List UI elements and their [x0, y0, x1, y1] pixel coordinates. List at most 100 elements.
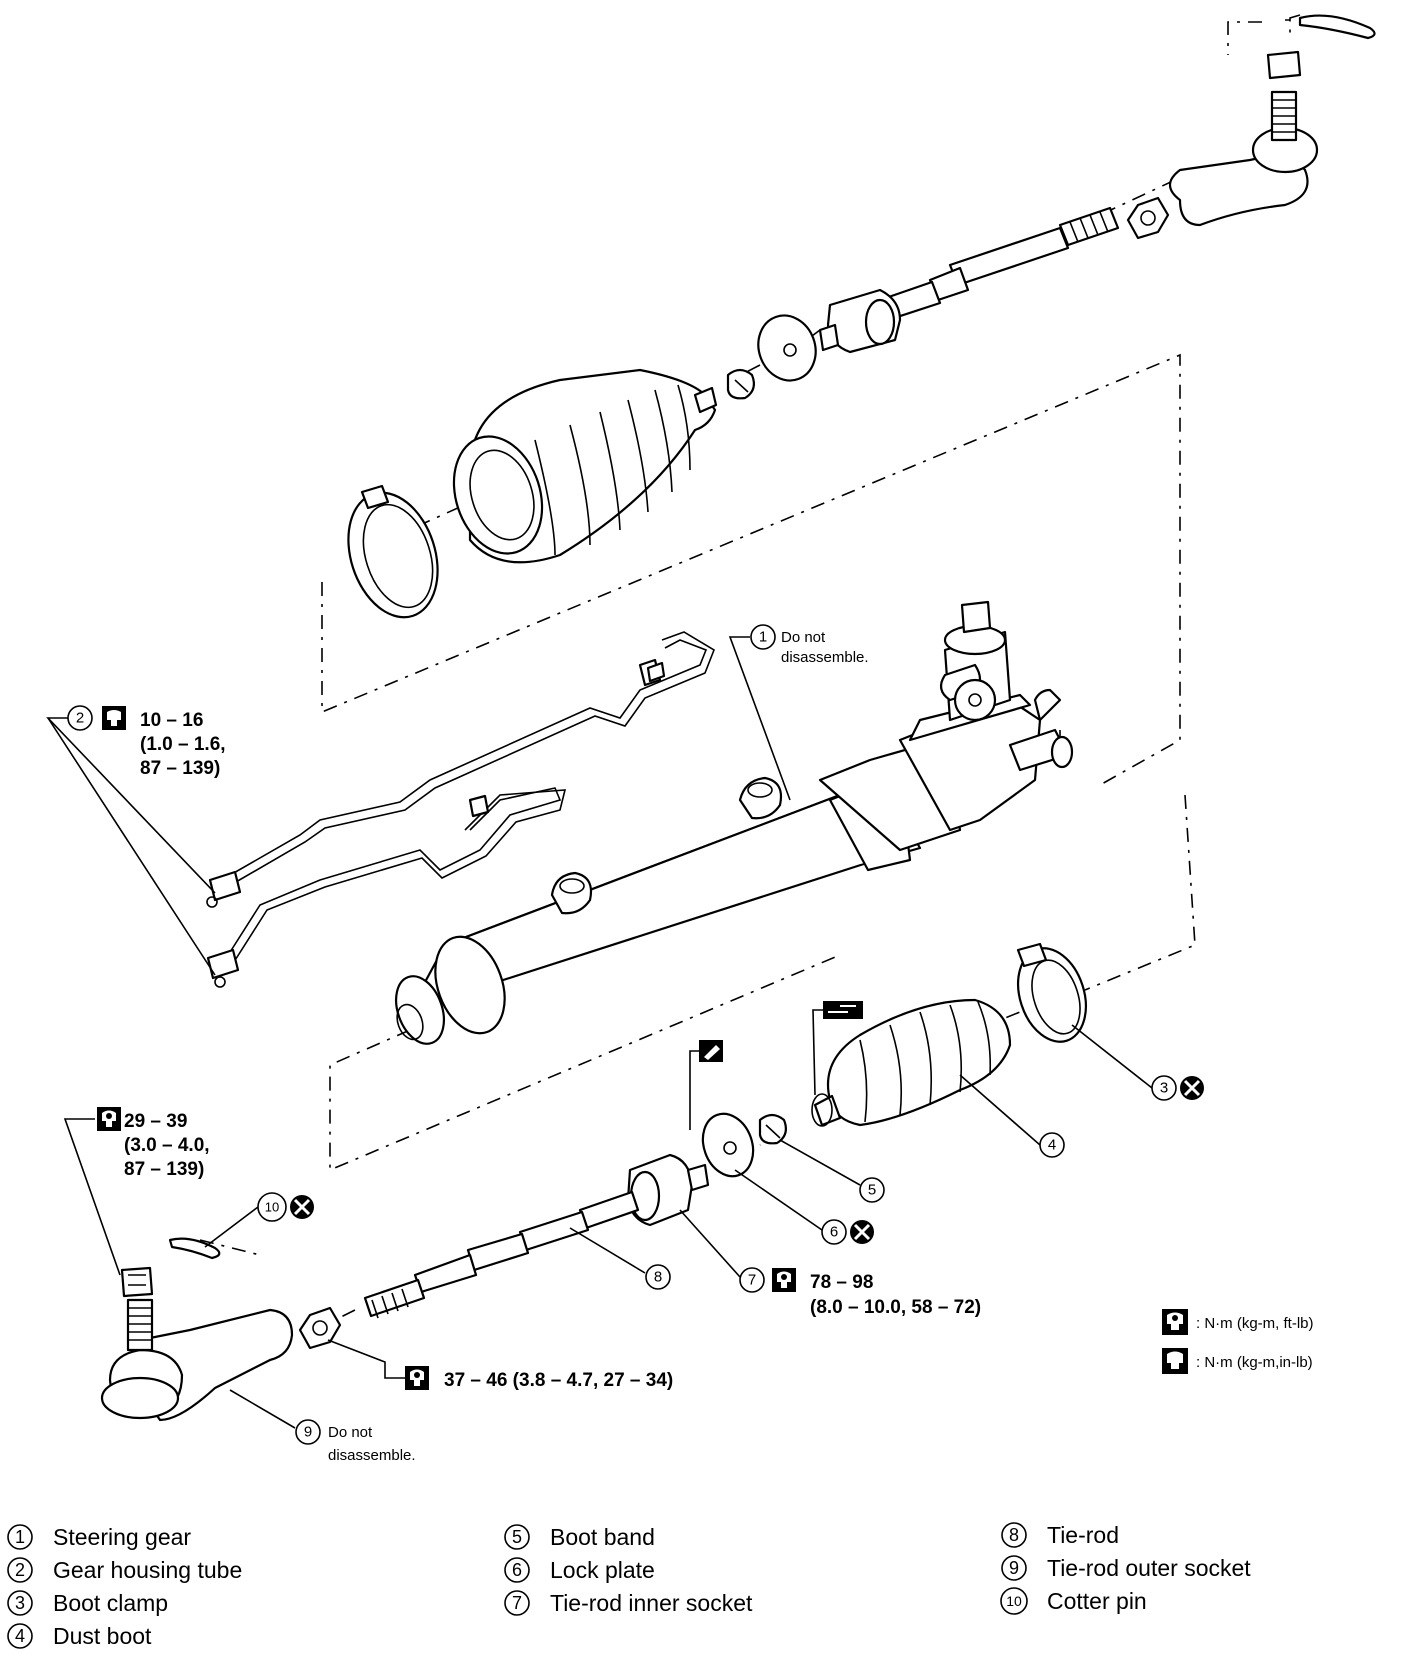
- outer-nut-torque-line1: 29 – 39: [124, 1111, 187, 1132]
- key-item-1: 1 Steering gear: [7, 1524, 191, 1550]
- callout-8: 8: [645, 1264, 671, 1290]
- key-item-10-number: 10: [1006, 1593, 1022, 1609]
- outer-socket-nut-torque: 29 – 39 (3.0 – 4.0, 87 – 139): [97, 1107, 210, 1180]
- key-item-2: 2 Gear housing tube: [7, 1557, 242, 1583]
- upper-boot-clamp: [347, 484, 439, 619]
- grease-icon: [699, 1040, 723, 1062]
- outer-nut-torque-line2: (3.0 – 4.0,: [124, 1135, 210, 1156]
- key-item-9-label: Tie-rod outer socket: [1047, 1555, 1251, 1581]
- callout-7-torque-line1: 78 – 98: [810, 1272, 873, 1293]
- callout-8-number: 8: [654, 1269, 662, 1286]
- key-item-9: 9 Tie-rod outer socket: [1001, 1555, 1251, 1581]
- key-item-8: 8 Tie-rod: [1001, 1522, 1119, 1548]
- key-item-1-number: 1: [15, 1527, 25, 1547]
- torque-wrench-open-icon: [1162, 1309, 1188, 1335]
- callout-3: 3: [1151, 1075, 1204, 1101]
- callout-5-number: 5: [868, 1182, 876, 1199]
- replace-part-icon: [290, 1195, 314, 1219]
- steering-gear-housing: [395, 600, 1074, 1045]
- torque-wrench-filled-icon: [102, 706, 126, 730]
- callout-9: 9 Do not disassemble.: [295, 1419, 416, 1464]
- key-item-5-label: Boot band: [550, 1524, 655, 1550]
- callout-2-torque-line2: (1.0 – 1.6,: [140, 734, 226, 755]
- upper-dust-boot: [452, 368, 718, 564]
- callout-1: 1 Do not disassemble.: [750, 624, 869, 666]
- key-item-1-label: Steering gear: [53, 1524, 191, 1550]
- callout-1-note-line2: disassemble.: [781, 649, 869, 666]
- upper-tie-rod: [878, 206, 1120, 322]
- key-item-9-number: 9: [1009, 1558, 1019, 1578]
- key-item-3-label: Boot clamp: [53, 1590, 168, 1616]
- key-item-8-label: Tie-rod: [1047, 1522, 1119, 1548]
- lower-cotter-pin: [168, 1237, 221, 1260]
- callout-6-number: 6: [830, 1224, 838, 1241]
- key-item-6: 6 Lock plate: [504, 1557, 655, 1583]
- key-item-3: 3 Boot clamp: [7, 1590, 168, 1616]
- lock-nut-torque: 37 – 46 (3.8 – 4.7, 27 – 34): [405, 1366, 673, 1391]
- callout-9-number: 9: [304, 1424, 312, 1441]
- lower-tie-rod-outer-socket: [100, 1266, 294, 1422]
- callout-1-number: 1: [759, 629, 767, 646]
- lower-boot-band: [758, 1113, 787, 1145]
- key-item-10: 10 Cotter pin: [1000, 1587, 1147, 1615]
- lower-dust-boot: [811, 998, 1012, 1127]
- torque-wrench-filled-icon: [1162, 1348, 1188, 1374]
- upper-lock-plate: [757, 314, 817, 382]
- key-item-4-label: Dust boot: [53, 1623, 152, 1649]
- callout-4: 4: [1039, 1132, 1065, 1158]
- callout-2-number: 2: [76, 710, 84, 727]
- outer-nut-torque-line3: 87 – 139): [124, 1159, 204, 1180]
- callout-6: 6: [821, 1219, 874, 1245]
- upper-boot-band: [726, 368, 755, 400]
- callout-9-note-line2: disassemble.: [328, 1447, 416, 1464]
- key-item-7: 7 Tie-rod inner socket: [504, 1590, 753, 1616]
- key-item-7-label: Tie-rod inner socket: [550, 1590, 753, 1616]
- key-item-4: 4 Dust boot: [7, 1623, 152, 1649]
- torque-legend-ftlb: : N·m (kg-m, ft-lb): [1196, 1315, 1314, 1332]
- lower-tie-rod-inner-socket: [626, 1153, 710, 1227]
- lower-boot-clamp: [1016, 942, 1087, 1043]
- callout-3-number: 3: [1160, 1080, 1168, 1097]
- callout-7-torque-line2: (8.0 – 10.0, 58 – 72): [810, 1297, 981, 1318]
- torque-wrench-open-icon: [405, 1366, 429, 1390]
- torque-wrench-open-icon: [772, 1268, 796, 1292]
- callout-7: 7 78 – 98 (8.0 – 10.0, 58 – 72): [739, 1267, 981, 1318]
- torque-legend-inlb: : N·m (kg-m,in-lb): [1196, 1354, 1313, 1371]
- callout-5: 5: [859, 1177, 885, 1203]
- lower-lock-nut: [298, 1306, 342, 1350]
- parts-key: 1 Steering gear 2 Gear housing tube 3 Bo…: [7, 1522, 1251, 1649]
- sealant-icon: [823, 1001, 863, 1019]
- key-item-5: 5 Boot band: [504, 1524, 655, 1550]
- lock-nut-torque-line1: 37 – 46 (3.8 – 4.7, 27 – 34): [444, 1370, 673, 1391]
- key-item-4-number: 4: [15, 1626, 25, 1646]
- key-item-7-number: 7: [512, 1593, 522, 1613]
- torque-unit-legend: : N·m (kg-m, ft-lb) : N·m (kg-m,in-lb): [1162, 1309, 1314, 1374]
- callout-2: 2 10 – 16 (1.0 – 1.6, 87 – 139): [67, 705, 226, 779]
- callout-2-torque-line1: 10 – 16: [140, 710, 203, 731]
- lower-tie-rod: [363, 1190, 640, 1319]
- upper-tie-rod-outer-socket: [1168, 14, 1376, 227]
- lower-lock-plate: [701, 1112, 755, 1178]
- key-item-2-number: 2: [15, 1560, 25, 1580]
- upper-tie-rod-inner-socket: [818, 288, 902, 354]
- replace-part-icon: [1180, 1076, 1204, 1100]
- torque-wrench-open-icon: [97, 1107, 121, 1131]
- key-item-3-number: 3: [15, 1593, 25, 1613]
- callout-2-torque-line3: 87 – 139): [140, 758, 220, 779]
- upper-lock-nut: [1126, 196, 1170, 240]
- key-item-6-number: 6: [512, 1560, 522, 1580]
- key-item-6-label: Lock plate: [550, 1557, 655, 1583]
- key-item-2-label: Gear housing tube: [53, 1557, 242, 1583]
- key-item-5-number: 5: [512, 1527, 522, 1547]
- callout-7-number: 7: [748, 1272, 756, 1289]
- key-item-8-number: 8: [1009, 1525, 1019, 1545]
- key-item-10-label: Cotter pin: [1047, 1588, 1147, 1614]
- leader-lines: [46, 636, 1153, 1429]
- replace-part-icon: [850, 1220, 874, 1244]
- callout-9-note-line1: Do not: [328, 1424, 373, 1441]
- callout-10: 10: [257, 1192, 314, 1222]
- callout-1-note-line1: Do not: [781, 629, 826, 646]
- callout-10-number: 10: [265, 1200, 279, 1215]
